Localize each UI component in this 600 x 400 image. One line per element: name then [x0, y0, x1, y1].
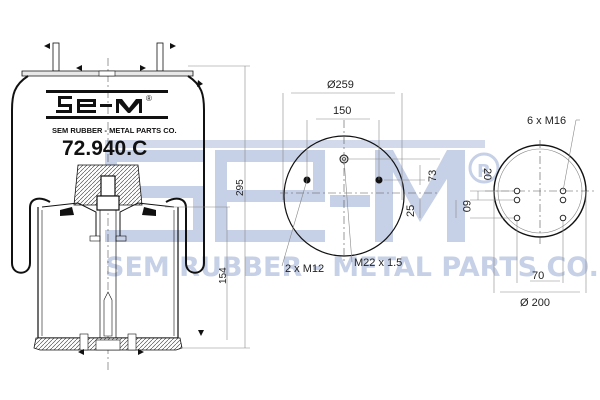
- side-view-dimensions: [165, 65, 250, 349]
- top-plate-view: Ø259 150 73 25 2 x M12 M22 x 1.5: [280, 79, 440, 275]
- dim-hole-spacing-x: 70: [532, 270, 544, 282]
- dim-offset-upper: 73: [427, 170, 439, 182]
- dim-offset-lower: 25: [405, 205, 417, 217]
- callout-studs: 2 x M12: [285, 263, 324, 275]
- callout-holes: 6 x M16: [527, 115, 566, 127]
- dim-overall-height: 295: [235, 179, 246, 196]
- svg-text:R: R: [477, 161, 491, 182]
- dim-bolt-spacing: 150: [333, 105, 351, 117]
- dim-top-diameter: Ø259: [327, 79, 354, 91]
- bolt-holes: [513, 187, 567, 222]
- company-name: SEM RUBBER - METAL PARTS CO.: [52, 126, 177, 135]
- dim-hole-spacing-y: 60: [460, 200, 472, 212]
- dim-hole-spacing-small: 20: [481, 168, 493, 180]
- callout-air-fitting: M22 x 1.5: [354, 257, 402, 269]
- registered-mark: ®: [146, 94, 152, 103]
- dim-bottom-diameter: Ø 200: [520, 297, 550, 309]
- brand-logo: ® SEM RUBBER - METAL PARTS CO. 72.940.C: [46, 90, 177, 160]
- part-number: 72.940.C: [62, 137, 147, 160]
- side-view: [11, 42, 205, 370]
- dim-piston-height: 154: [218, 267, 229, 284]
- bottom-plate-view: 6 x M16 20 60 70 Ø 200: [455, 115, 595, 309]
- watermark-company-text: SEM RUBBER - METAL PARTS CO.: [105, 252, 599, 283]
